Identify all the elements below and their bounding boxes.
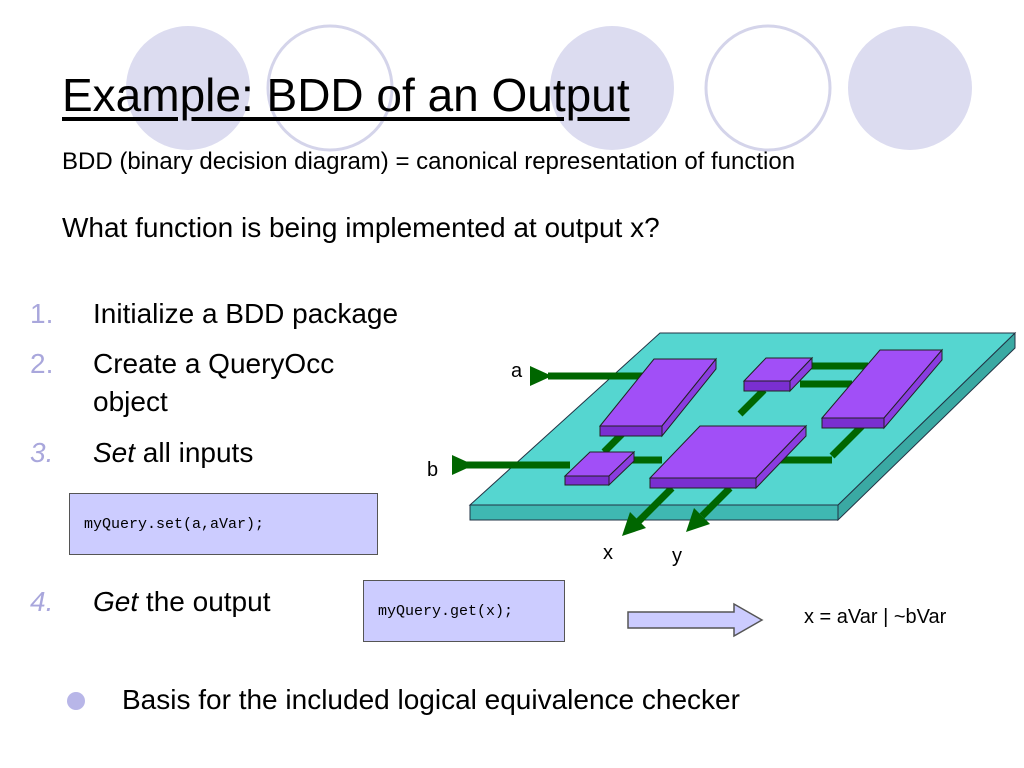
circuit-diagram: a b x y	[427, 331, 1017, 567]
step-text-rest: all inputs	[135, 437, 254, 468]
set-code: myQuery.set(a,aVar);	[84, 516, 265, 533]
block-side	[661, 357, 717, 438]
bullet-text: Basis for the included logical equivalen…	[122, 684, 740, 715]
result-expression: x = aVar | ~bVar	[804, 606, 947, 628]
step-emphasis: Set	[93, 437, 136, 468]
step-text: Get the output	[93, 585, 270, 618]
deco-circle	[848, 26, 972, 150]
slide-title: Example: BDD of an Output	[62, 69, 630, 121]
input-label-a: a	[511, 360, 523, 382]
get-code: myQuery.get(x);	[378, 603, 514, 620]
step-number: 1.	[30, 298, 54, 329]
step-number: 3.	[30, 437, 54, 468]
block-side	[883, 348, 943, 430]
step-text-rest: the output	[138, 586, 271, 617]
input-a-arrowhead	[530, 366, 552, 386]
wire	[737, 387, 767, 417]
wire-x	[633, 485, 675, 527]
gate-block-5	[648, 424, 808, 490]
block-front	[599, 425, 663, 437]
block-front	[743, 380, 791, 392]
step-text-continued: object	[93, 386, 168, 417]
gate-block-1	[598, 357, 718, 438]
gate-block-4	[563, 450, 636, 487]
block-side	[608, 450, 635, 487]
block-side	[755, 424, 807, 490]
deco-circle	[550, 26, 674, 150]
deco-circle	[266, 24, 394, 152]
step-text: Set all inputs	[93, 436, 253, 469]
output-label-y: y	[672, 545, 682, 567]
slide-subtitle: BDD (binary decision diagram) = canonica…	[62, 148, 796, 175]
block-front	[564, 475, 610, 486]
output-x-arrowhead	[622, 512, 646, 536]
deco-circle	[126, 26, 250, 150]
step-emphasis: Get	[93, 586, 139, 617]
result-arrow	[627, 602, 764, 638]
slide-question: What function is being implemented at ou…	[62, 212, 660, 243]
set-code-box: myQuery.set(a,aVar);	[69, 493, 378, 555]
step-number: 4.	[30, 586, 54, 617]
deco-circle	[704, 24, 832, 152]
arrow-shape	[627, 602, 764, 638]
gate-block-2	[742, 356, 814, 393]
block-side	[789, 356, 813, 393]
wire	[829, 423, 865, 459]
step-text: Initialize a BDD package	[93, 298, 399, 329]
block-front	[821, 417, 885, 429]
output-y-arrowhead	[686, 508, 710, 532]
wire-y	[699, 485, 733, 519]
input-label-b: b	[427, 459, 438, 481]
step-text: Create a QueryOcc	[93, 348, 335, 379]
get-code-box: myQuery.get(x);	[363, 580, 565, 642]
step-number: 2.	[30, 348, 54, 379]
block-front	[649, 477, 757, 489]
gate-block-3	[820, 348, 944, 430]
output-label-x: x	[603, 542, 613, 564]
bullet-dot	[67, 692, 85, 710]
input-b-arrowhead	[452, 455, 474, 475]
